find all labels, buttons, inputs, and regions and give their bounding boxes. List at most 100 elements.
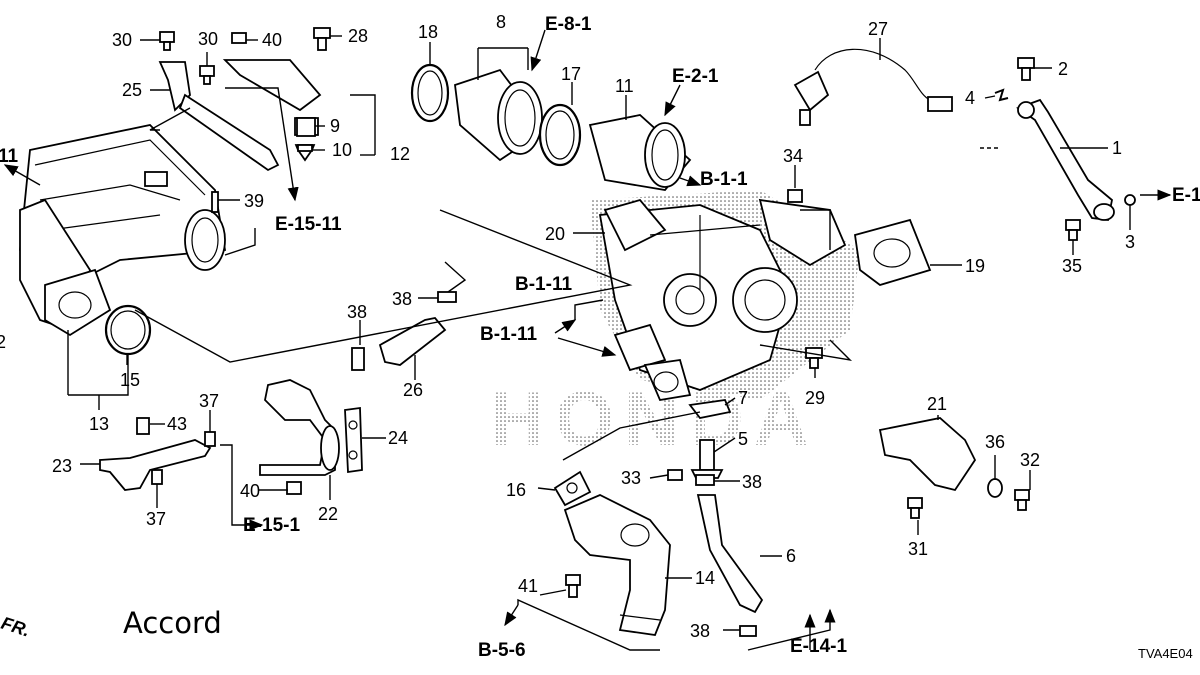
water-pipe-14 (563, 494, 671, 636)
washer-36 (987, 478, 1003, 498)
callout-29: 29 (805, 388, 825, 408)
sensor-27 (793, 48, 953, 126)
ref-b-5-6[interactable]: B-5-6 (478, 640, 526, 661)
air-cleaner-housing (19, 124, 227, 332)
gasket-19 (853, 218, 932, 286)
clip-37b (151, 469, 163, 485)
callout-31: 31 (908, 539, 928, 559)
spring-38b (351, 347, 365, 371)
callout-17: 17 (561, 64, 581, 84)
callout-24: 24 (388, 428, 408, 448)
model-label: Accord (123, 606, 222, 640)
intake-port-flange (44, 268, 112, 337)
nut-34 (787, 189, 803, 203)
clamp-38c (695, 474, 715, 486)
bolt-30a (159, 31, 175, 51)
callout-30b: 30 (198, 29, 218, 49)
callout-10: 10 (332, 140, 352, 160)
callout-15: 15 (120, 370, 140, 390)
gasket-16 (553, 470, 592, 507)
callout-11: 11 (615, 76, 634, 96)
callout-38b: 38 (347, 302, 367, 322)
nut-40b (286, 481, 302, 495)
gasket-24 (344, 406, 363, 474)
callout-25: 25 (122, 80, 142, 100)
nut-40a (231, 32, 247, 44)
callout-9: 9 (330, 116, 340, 136)
callout-35: 35 (1062, 256, 1082, 276)
hose-6 (696, 494, 764, 614)
callout-16: 16 (506, 480, 526, 500)
reference-labels: E-8-1 E-2-1 B-1-1 B-1-11 B-1-11 E-15-11 … (243, 14, 1200, 661)
ref-e-15-1[interactable]: E-15-1 (243, 515, 300, 536)
intake-duct-11 (588, 114, 692, 191)
callout-4: 4 (965, 88, 975, 108)
callout-12: 12 (390, 144, 410, 164)
callout-38d: 38 (690, 621, 710, 641)
callout-41: 41 (518, 576, 538, 596)
clip-4 (994, 88, 1009, 102)
callout-19: 19 (965, 256, 985, 276)
bolt-29 (805, 347, 823, 369)
oil-pipe-1 (1016, 98, 1115, 221)
callout-40b: 40 (240, 481, 260, 501)
callout-22: 22 (318, 504, 338, 524)
bolt-35 (1065, 219, 1081, 241)
bolt-2 (1017, 57, 1035, 81)
bolt-41 (565, 574, 581, 598)
pin-39 (211, 191, 219, 213)
bolt-30b (199, 65, 215, 85)
callout-36: 36 (985, 432, 1005, 452)
bolt-32 (1014, 489, 1030, 511)
ref-b-1-11-upper[interactable]: B-1-11 (515, 274, 572, 295)
callout-26: 26 (403, 380, 423, 400)
ref-e-8-1[interactable]: E-8-1 (545, 14, 592, 35)
ref-e-14-1[interactable]: E-14-1 (790, 636, 847, 657)
callout-5: 5 (738, 429, 748, 449)
callout-18: 18 (418, 22, 438, 42)
callout-38a: 38 (392, 289, 412, 309)
ref-e-1-right[interactable]: E-1 (1172, 185, 1200, 206)
callout-28: 28 (348, 26, 368, 46)
breather-pipe-25 (158, 61, 280, 172)
callout-8: 8 (496, 12, 506, 32)
callout-43: 43 (167, 414, 187, 434)
callout-37a: 37 (199, 391, 219, 411)
grommet-9 (296, 117, 316, 137)
callout-21: 21 (927, 394, 947, 414)
callout-40a: 40 (262, 30, 282, 50)
callout-39: 39 (244, 191, 264, 211)
callout-33: 33 (621, 468, 641, 488)
washer-3 (1124, 194, 1136, 206)
intake-duct-8 (454, 68, 547, 162)
diagram-code: TVA4E04 (1138, 646, 1193, 661)
water-pipe-22 (259, 379, 340, 476)
callout-30a: 30 (112, 30, 132, 50)
clip-43 (136, 417, 150, 435)
ref-b-1-11-lower[interactable]: B-1-11 (480, 324, 537, 345)
callout-1: 1 (1112, 138, 1122, 158)
callout-left-11: 11 (0, 146, 19, 167)
ref-e-15-11[interactable]: E-15-11 (275, 214, 342, 235)
clip-37a (204, 431, 216, 447)
bolt-28 (313, 27, 331, 51)
front-marker: FR. (0, 613, 33, 641)
clamp-38a (437, 291, 457, 303)
bolt-31 (907, 497, 923, 519)
callout-6: 6 (786, 546, 796, 566)
callout-20: 20 (545, 224, 565, 244)
callout-34: 34 (783, 146, 803, 166)
hose-26 (378, 317, 447, 366)
callout-left-2: 2 (0, 332, 6, 352)
ref-e-2-1[interactable]: E-2-1 (672, 66, 719, 87)
callout-23: 23 (52, 456, 72, 476)
clamp-38d (739, 625, 757, 637)
leader-lines (3, 35, 1172, 651)
gasket-7 (688, 399, 732, 419)
callout-2: 2 (1058, 59, 1068, 79)
callout-13: 13 (89, 414, 109, 434)
hose-23 (99, 439, 212, 491)
ref-b-1-1[interactable]: B-1-1 (700, 169, 748, 190)
turbocharger-assembly (590, 190, 860, 402)
